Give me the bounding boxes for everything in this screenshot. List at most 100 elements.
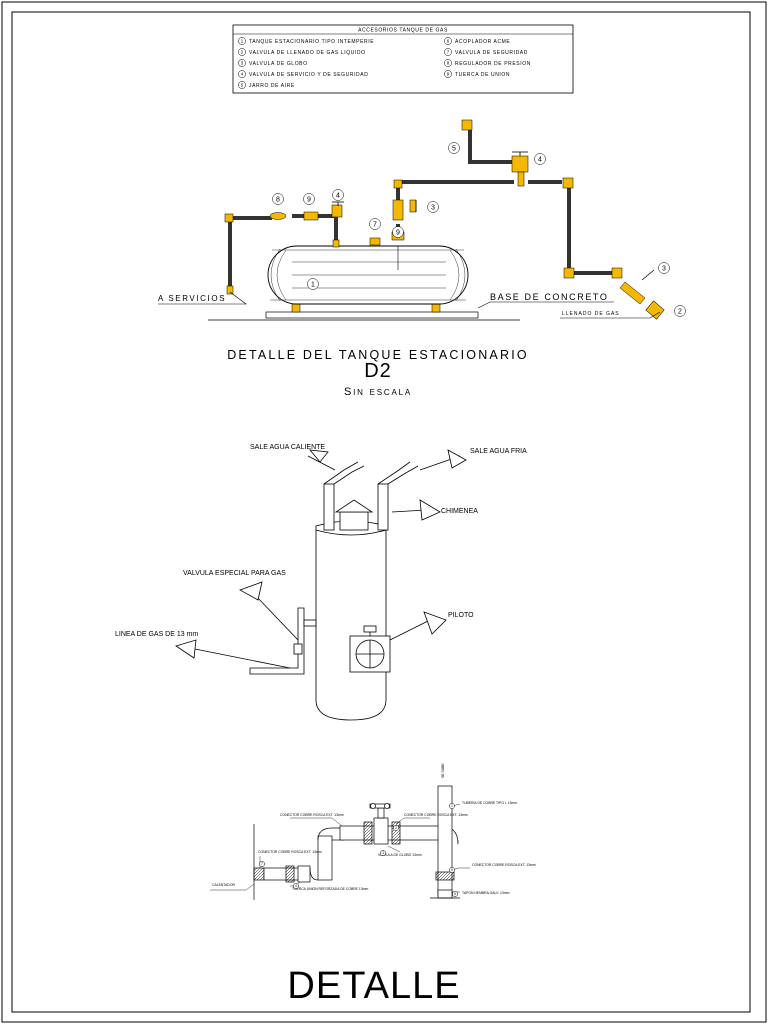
heater-body (315, 520, 387, 721)
footer-title: DETALLE (287, 965, 460, 1007)
stationary-tank (267, 245, 469, 305)
tank-fittings (224, 119, 665, 320)
legend-item-label: VALVULA DE SEGURIDAD (455, 50, 528, 56)
svg-text:2: 2 (395, 826, 397, 830)
svg-text:5: 5 (452, 146, 456, 153)
tank-callout: 9 (303, 193, 315, 205)
svg-text:6: 6 (447, 39, 450, 44)
tank-callout: 3 (658, 262, 670, 274)
chimney (339, 511, 369, 531)
legend-item-label: VALVULA DE LLENADO DE GAS LIQUIDO (249, 50, 366, 56)
connection-detail (210, 785, 470, 900)
tank-callout: 4 (534, 153, 546, 165)
connection-callout: 2 (393, 825, 399, 831)
svg-text:2: 2 (241, 50, 244, 55)
label-riser: SE SUBE (441, 763, 445, 778)
connection-callouts: 1 2 3 4 5 6 7 (259, 803, 458, 897)
connection-callout: 4 (293, 883, 299, 889)
pilot-box (349, 625, 391, 673)
svg-text:7: 7 (447, 50, 450, 55)
tank-callouts: 1 2 3 3 4 4 5 7 8 9 9 (272, 142, 686, 317)
legend-item-number: 9 (444, 70, 452, 78)
connection-callout: 7 (259, 861, 265, 867)
tank-callout: 8 (272, 193, 284, 205)
legend-item-label: JARRO DE AIRE (249, 83, 295, 89)
svg-text:1: 1 (311, 282, 315, 289)
legend-item-label: TUERCA DE UNION (455, 72, 510, 78)
svg-text:3: 3 (431, 205, 435, 212)
legend-item-number: 8 (444, 59, 452, 67)
concrete-base (265, 311, 479, 319)
label-connector-right: CONECTOR COBRE ROSCA EXT. 13mm (472, 863, 536, 867)
label-gas-valve: VALVULA ESPECIAL PARA GAS (183, 570, 286, 577)
svg-text:9: 9 (307, 197, 311, 204)
svg-text:3: 3 (382, 851, 384, 855)
legend-item-number: 3 (238, 59, 246, 67)
svg-text:8: 8 (276, 197, 280, 204)
svg-text:4: 4 (538, 157, 542, 164)
legend-item-number: 1 (238, 37, 246, 45)
label-connector-left: CONECTOR COBRE ROSCA EXT. 13mm (258, 850, 322, 854)
water-heater-detail (175, 449, 467, 721)
heater-labels: SALE AGUA CALIENTE SALE AGUA FRIA CHIMEN… (115, 444, 527, 638)
label-gas-line: LINEA DE GAS DE 13 mm (115, 631, 198, 638)
svg-text:7: 7 (261, 862, 263, 866)
label-heater: CALENTADOR (212, 883, 235, 887)
connection-labels: CALENTADOR SE SUBE TUBERIA DE COBRE TIPO… (212, 763, 536, 897)
legend-item-label: VALVULA DE SERVICIO Y DE SEGURIDAD (249, 72, 368, 78)
label-to-services: A SERVICIOS (158, 294, 226, 303)
svg-text:6: 6 (454, 892, 456, 896)
svg-text:3: 3 (662, 266, 666, 273)
gas-line (249, 607, 305, 675)
svg-text:5: 5 (241, 83, 244, 88)
tank-detail-code: D2 (364, 360, 392, 382)
label-gas-fill: LLENADO DE GAS (562, 311, 620, 317)
legend-item-number: 7 (444, 48, 452, 56)
svg-text:2: 2 (678, 309, 682, 316)
tank-detail-scale: Sin escala (344, 386, 412, 398)
label-cap: TAPON HEMBRA GALV. 13mm (462, 891, 510, 895)
label-connector-mid: CONECTOR COBRE ROSCA EXT. 13mm (404, 813, 468, 817)
label-union-nut: TUERCA UNION REFORZADA DE COBRE 13mm (292, 887, 368, 891)
tank-detail: A SERVICIOS BASE DE CONCRETO LLENADO DE … (158, 119, 686, 398)
svg-text:9: 9 (447, 72, 450, 77)
tank-callout: 7 (369, 218, 381, 230)
svg-text:4: 4 (295, 884, 297, 888)
legend-item-number: 2 (238, 48, 246, 56)
connection-callout: 5 (449, 867, 455, 873)
svg-text:3: 3 (241, 61, 244, 66)
inner-border (11, 11, 751, 1013)
legend-item-number: 6 (444, 37, 452, 45)
legend-item-label: ACOPLADOR ACME (455, 39, 510, 45)
label-chimney: CHIMENEA (441, 508, 478, 515)
tank-callout: 2 (674, 305, 686, 317)
tank-callout: 9 (392, 226, 404, 238)
svg-text:8: 8 (447, 61, 450, 66)
connection-callout: 3 (380, 850, 386, 856)
svg-text:9: 9 (396, 230, 400, 237)
svg-text:1: 1 (241, 39, 244, 44)
label-copper-pipe: TUBERIA DE COBRE TIPO L 13mm (462, 801, 517, 805)
svg-text:7: 7 (373, 222, 377, 229)
legend-item-label: REGULADOR DE PRESION (455, 61, 531, 67)
tank-detail-title: DETALLE DEL TANQUE ESTACIONARIO (227, 348, 529, 362)
svg-text:1: 1 (451, 804, 453, 808)
legend-title: ACCESORIOS TANQUE DE GAS (358, 28, 448, 34)
legend-item-number: 4 (238, 70, 246, 78)
connection-callout: 6 (452, 891, 458, 897)
label-cold-water: SALE AGUA FRIA (470, 448, 527, 455)
tank-callout: 1 (307, 278, 319, 290)
label-globe-valve: VALVULA DE GLOBO 13mm (378, 853, 422, 857)
label-connector-top: CONECTOR COBRE ROSCA EXT. 13mm (280, 813, 344, 817)
label-pilot: PILOTO (448, 612, 474, 619)
svg-text:4: 4 (336, 193, 340, 200)
tank-callout: 5 (448, 142, 460, 154)
tank-callout: 3 (427, 201, 439, 213)
legend-item-label: VALVULA DE GLOBO (249, 61, 308, 67)
tank-callout: 4 (332, 189, 344, 201)
svg-text:4: 4 (241, 72, 244, 77)
